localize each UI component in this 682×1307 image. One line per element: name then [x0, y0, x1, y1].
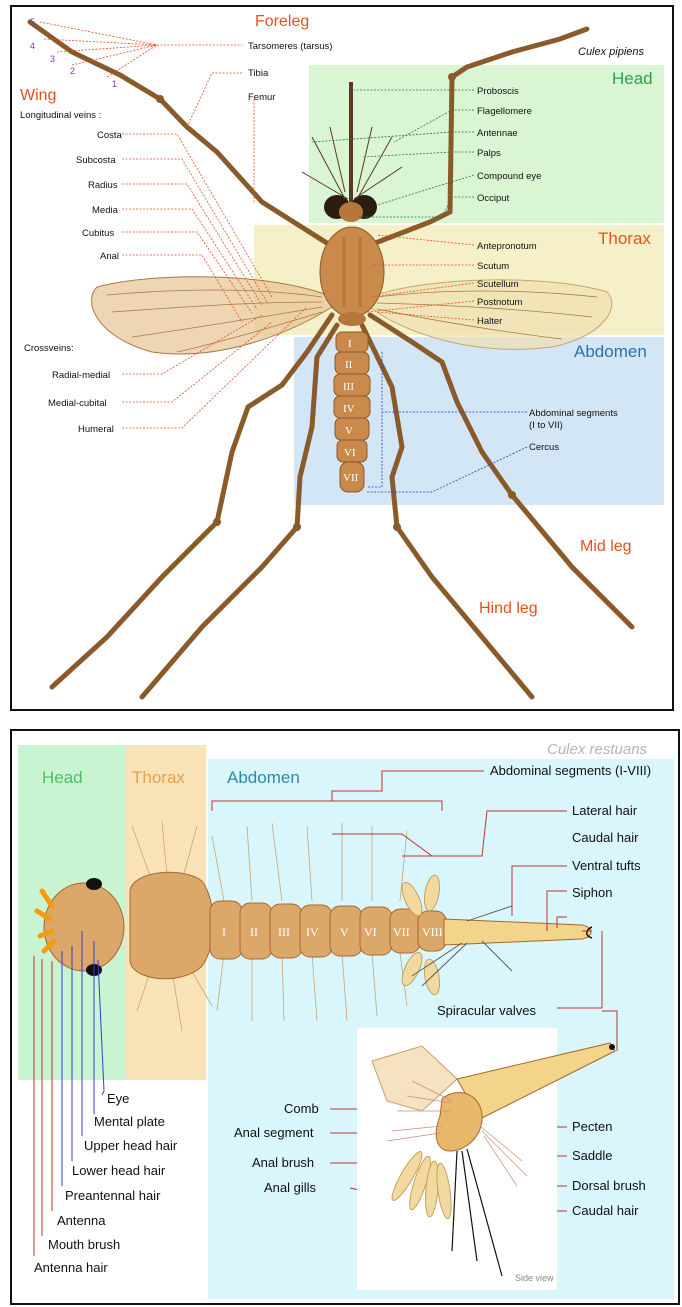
- label-dorsal-brush: Dorsal brush: [572, 1178, 646, 1193]
- label-tarsomeres: Tarsomeres (tarsus): [248, 41, 332, 52]
- left-foreleg: [30, 22, 330, 245]
- svg-text:I: I: [222, 925, 226, 939]
- svg-text:III: III: [278, 925, 290, 939]
- svg-text:VII: VII: [343, 472, 359, 484]
- adult-mosquito-svg: Head Thorax Abdomen Culex pipiens Forele…: [12, 7, 672, 709]
- label-radial-medial: Radial-medial: [52, 370, 110, 381]
- svg-text:2: 2: [70, 66, 75, 76]
- label-flagellomere: Flagellomere: [477, 106, 532, 117]
- larva-region-title-thorax: Thorax: [132, 768, 185, 787]
- scutellum: [338, 312, 366, 326]
- label-radius: Radius: [88, 180, 118, 191]
- label-halter: Halter: [477, 316, 502, 327]
- label-ventral-tufts: Ventral tufts: [572, 858, 641, 873]
- label-medial-cubital: Medial-cubital: [48, 398, 107, 409]
- label-antenna: Antenna: [57, 1213, 106, 1228]
- label-abdominal-segments: Abdominal segments: [529, 408, 618, 419]
- label-tibia: Tibia: [248, 68, 269, 79]
- label-compound-eye: Compound eye: [477, 171, 541, 182]
- label-cubitus: Cubitus: [82, 228, 114, 239]
- label-cercus: Cercus: [529, 442, 559, 453]
- label-anal: Anal: [100, 251, 119, 262]
- label-siphon: Siphon: [572, 885, 612, 900]
- label-saddle: Saddle: [572, 1148, 612, 1163]
- head-capsule: [339, 202, 363, 222]
- svg-text:3: 3: [50, 54, 55, 64]
- label-abdominal-segments-larva: Abdominal segments (I-VIII): [490, 763, 651, 778]
- label-humeral: Humeral: [78, 424, 114, 435]
- label-anal-segment: Anal segment: [234, 1125, 314, 1140]
- svg-text:IV: IV: [306, 925, 319, 939]
- label-caudal-hair-top: Caudal hair: [572, 830, 639, 845]
- label-antepronotum: Antepronotum: [477, 241, 537, 252]
- svg-text:I: I: [348, 338, 352, 350]
- label-palps: Palps: [477, 148, 501, 159]
- svg-text:4: 4: [30, 41, 35, 51]
- mid-leg-title: Mid leg: [580, 538, 632, 555]
- label-proboscis: Proboscis: [477, 86, 519, 97]
- foreleg-title: Foreleg: [255, 13, 309, 30]
- svg-text:VI: VI: [364, 925, 377, 939]
- label-comb: Comb: [284, 1101, 319, 1116]
- svg-text:IV: IV: [343, 403, 355, 415]
- svg-text:5: 5: [30, 17, 35, 27]
- svg-text:VIII: VIII: [422, 925, 443, 939]
- larva-thorax: [130, 872, 213, 978]
- larva-svg: Culex restuans Head Thorax Abdomen I II …: [12, 731, 678, 1303]
- species-name: Culex pipiens: [578, 46, 645, 58]
- label-lateral-hair: Lateral hair: [572, 803, 638, 818]
- svg-text:VII: VII: [393, 925, 410, 939]
- side-view-label: Side view: [515, 1273, 554, 1283]
- larva-species-name: Culex restuans: [547, 741, 648, 758]
- label-occiput: Occiput: [477, 193, 510, 204]
- svg-text:III: III: [343, 381, 354, 393]
- label-lower-head-hair: Lower head hair: [72, 1163, 166, 1178]
- label-antenna-hair: Antenna hair: [34, 1260, 108, 1275]
- hind-leg-title: Hind leg: [479, 600, 538, 617]
- label-upper-head-hair: Upper head hair: [84, 1138, 178, 1153]
- larva-region-title-head: Head: [42, 768, 83, 787]
- label-scutellum: Scutellum: [477, 279, 519, 290]
- adult-diagram-panel: Head Thorax Abdomen Culex pipiens Forele…: [10, 5, 674, 711]
- label-abdominal-segments-range: (I to VII): [529, 420, 563, 431]
- svg-text:VI: VI: [344, 447, 356, 459]
- larva-eye-top: [86, 878, 102, 890]
- label-mouth-brush: Mouth brush: [48, 1237, 120, 1252]
- larva-diagram-panel: Culex restuans Head Thorax Abdomen I II …: [10, 729, 680, 1305]
- thorax: [320, 227, 384, 317]
- label-mental-plate: Mental plate: [94, 1114, 165, 1129]
- wing-title: Wing: [20, 87, 56, 104]
- label-anal-gills: Anal gills: [264, 1180, 317, 1195]
- label-eye: Eye: [107, 1091, 129, 1106]
- label-preantennal-hair: Preantennal hair: [65, 1188, 161, 1203]
- svg-text:V: V: [345, 425, 353, 437]
- label-antennae: Antennae: [477, 128, 518, 139]
- label-subcosta: Subcosta: [76, 155, 116, 166]
- label-postnotum: Postnotum: [477, 297, 522, 308]
- label-media: Media: [92, 205, 119, 216]
- svg-text:V: V: [340, 925, 349, 939]
- label-caudal-hair-inset: Caudal hair: [572, 1203, 639, 1218]
- label-longitudinal-veins: Longitudinal veins :: [20, 110, 101, 121]
- label-scutum: Scutum: [477, 261, 509, 272]
- region-title-abdomen: Abdomen: [574, 342, 647, 361]
- svg-text:II: II: [345, 359, 353, 371]
- label-pecten: Pecten: [572, 1119, 612, 1134]
- region-title-thorax: Thorax: [598, 229, 651, 248]
- region-title-head: Head: [612, 69, 653, 88]
- label-femur: Femur: [248, 92, 275, 103]
- larva-head: [44, 883, 124, 971]
- svg-text:1: 1: [112, 79, 117, 89]
- larva-region-title-abdomen: Abdomen: [227, 768, 300, 787]
- label-spiracular-valves: Spiracular valves: [437, 1003, 536, 1018]
- label-crossveins: Crossveins:: [24, 343, 74, 354]
- label-anal-brush: Anal brush: [252, 1155, 314, 1170]
- label-costa: Costa: [97, 130, 123, 141]
- svg-text:II: II: [250, 925, 258, 939]
